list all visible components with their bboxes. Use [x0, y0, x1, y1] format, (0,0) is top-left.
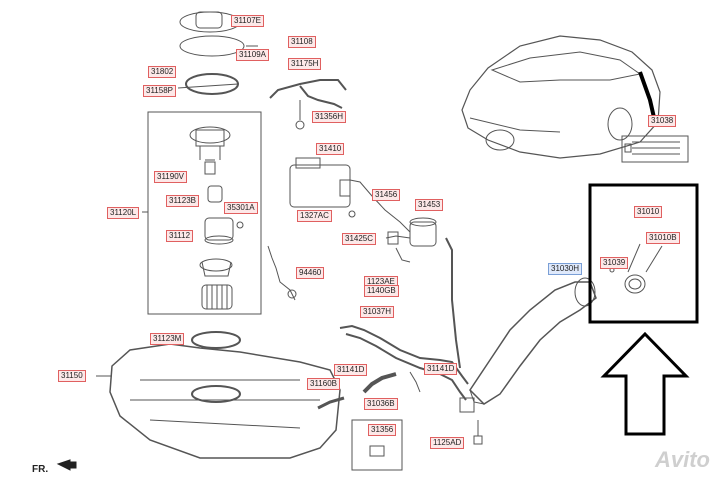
label-31010B: 31010B [646, 232, 680, 244]
fuel-pump-module-frame [147, 111, 262, 315]
label-31120L: 31120L [107, 207, 140, 219]
fuel-tank [109, 343, 341, 459]
label-31425C: 31425C [342, 233, 377, 245]
label-94460: 94460 [296, 267, 325, 279]
label-1125AD: 1125AD [430, 437, 465, 449]
label-31109A: 31109A [236, 49, 269, 61]
label-31036B: 31036B [364, 398, 398, 410]
label-31150: 31150 [58, 370, 86, 382]
pump-cover-center [195, 11, 223, 29]
label-35301A: 35301A [224, 202, 258, 214]
label-31141D-right: 31141D [424, 363, 458, 375]
canister-filter [409, 221, 437, 247]
filler-cap [624, 274, 646, 294]
up-arrow [600, 331, 690, 436]
label-31175H: 31175H [288, 58, 322, 70]
label-31410: 31410 [316, 143, 345, 155]
label-31010: 31010 [634, 206, 663, 218]
label-31039: 31039 [600, 257, 629, 269]
label-31456: 31456 [372, 189, 401, 201]
pump-ring [185, 73, 239, 95]
label-31107E: 31107E [231, 15, 264, 27]
label-31158P: 31158P [143, 85, 176, 97]
label-1327AC: 1327AC [297, 210, 332, 222]
label-1140GB: 1140GB [364, 285, 399, 297]
canister-body [289, 164, 351, 208]
label-31123M: 31123M [150, 333, 185, 345]
filler-neck [469, 281, 597, 405]
label-31108: 31108 [288, 36, 316, 48]
label-31112: 31112 [166, 230, 194, 242]
highlight-box-fuel-cap [588, 183, 699, 324]
front-direction-label: FR. [32, 464, 49, 475]
label-31038: 31038 [648, 115, 677, 127]
label-31453: 31453 [415, 199, 444, 211]
label-31141D-left: 31141D [334, 364, 368, 376]
label-31123B: 31123B [166, 195, 199, 207]
label-31356H: 31356H [312, 111, 347, 123]
avito-watermark: Avito [655, 447, 710, 472]
label-31030H: 31030H [548, 263, 583, 275]
label-31802: 31802 [148, 66, 177, 78]
inset-31356 [351, 419, 403, 471]
tank-o-ring [191, 331, 241, 349]
label-31190V: 31190V [154, 171, 187, 183]
label-31037H: 31037H [360, 306, 395, 318]
pump-gasket [179, 35, 245, 57]
fuel-label-card [621, 135, 689, 163]
front-arrow-icon [56, 459, 77, 471]
label-31160B: 31160B [307, 378, 340, 390]
label-31356: 31356 [368, 424, 397, 436]
